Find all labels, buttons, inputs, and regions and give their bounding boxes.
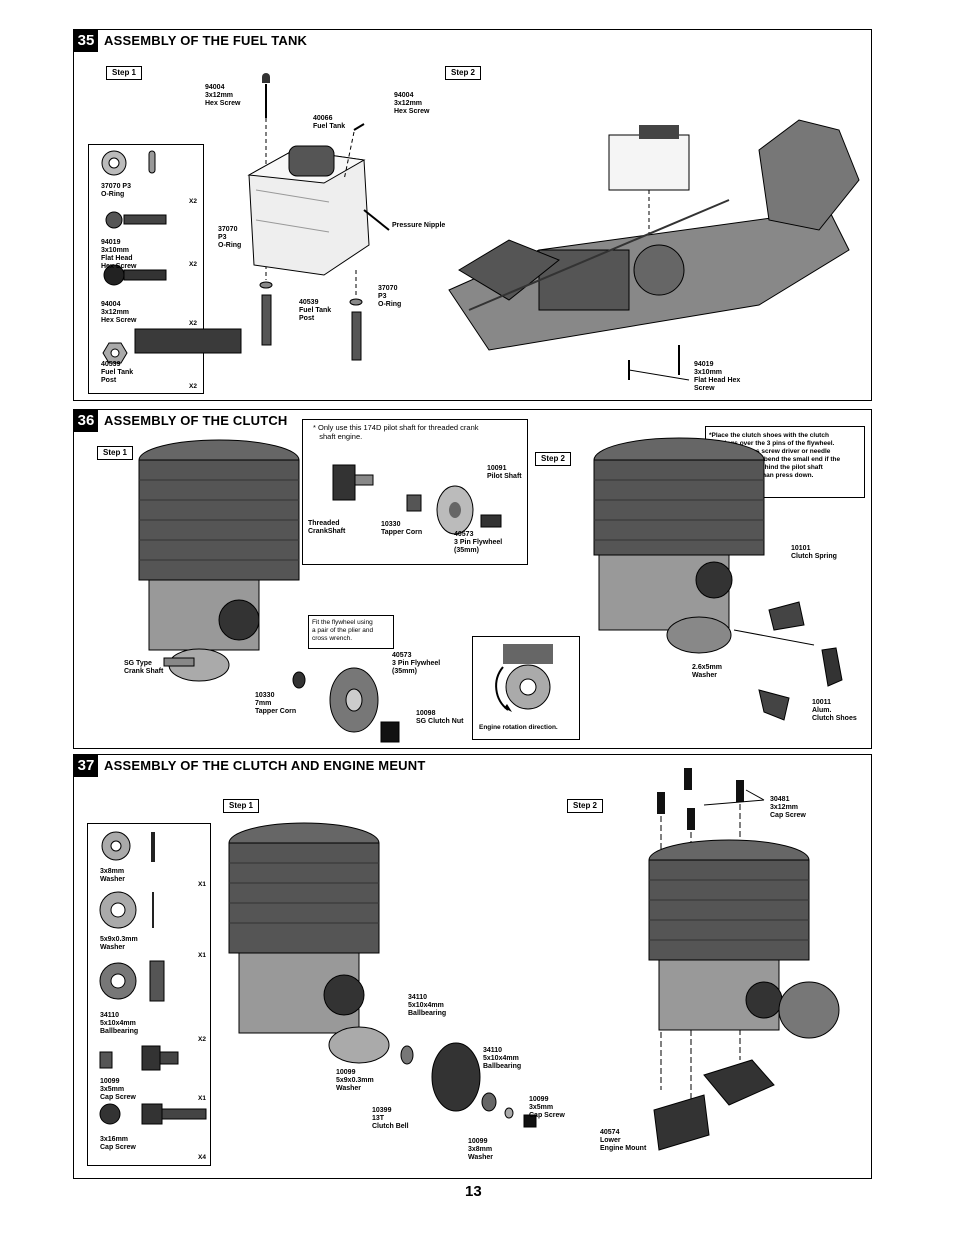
step-2-label: Step 2	[567, 799, 604, 813]
cap-screw-3x5-qty: X1	[198, 1095, 206, 1102]
step-1-label: Step 1	[97, 446, 134, 460]
hex-screw-right-label: 94004 3x12mm Hex Screw	[394, 92, 430, 115]
pilot-shaft-box: * Only use this 174D pilot shaft for thr…	[302, 419, 528, 565]
flathead-screw-label: 94019 3x10mm Flat Head Hex Screw	[101, 239, 137, 270]
section-clutch: 36 ASSEMBLY OF THE CLUTCH Step 1 Step 2 …	[73, 409, 872, 749]
cap-screw-3x12-label: 30481 3x12mm Cap Screw	[770, 796, 806, 819]
section-fuel-tank: 35 ASSEMBLY OF THE FUEL TANK Step 1 Step…	[73, 29, 872, 401]
crank-shaft-label: SG Type Crank Shaft	[124, 660, 164, 675]
cap-screw-3x16-qty: X4	[198, 1154, 206, 1161]
flywheel-note: Fit the flywheel using a pair of the pli…	[312, 619, 374, 642]
flywheel-note-box: Fit the flywheel using a pair of the pli…	[308, 615, 394, 649]
flywheel-drawing	[292, 667, 400, 743]
clutch-nut-label: 10098 SG Clutch Nut	[416, 710, 464, 725]
washer-5x9-label: 5x9x0.3mm Washer	[100, 936, 138, 951]
pilot-shaft-note: * Only use this 174D pilot shaft for thr…	[313, 423, 479, 441]
hex-screw-label: 94004 3x12mm Hex Screw	[101, 301, 137, 324]
section-engine-mount: 37 ASSEMBLY OF THE CLUTCH AND ENGINE MEU…	[73, 754, 872, 1179]
threaded-crankshaft-label: Threaded CrankShaft	[308, 520, 346, 535]
oring-icon	[101, 150, 242, 364]
tapper-corn-label: 10330 7mm Tapper Corn	[255, 692, 297, 715]
section-title: ASSEMBLY OF THE CLUTCH AND ENGINE MEUNT	[104, 758, 426, 773]
ballbearing-top-label: 34110 5x10x4mm Ballbearing	[408, 994, 447, 1017]
post-qty: X2	[189, 383, 197, 390]
parts-list-box: 3x8mm Washer X1 5x9x0.3mm Washer X1 3411…	[87, 823, 211, 1166]
section-number: 35	[74, 30, 98, 52]
oring-label: 37070 P3 O-Ring	[101, 183, 131, 198]
fuel-tank-label: 40066 Fuel Tank	[313, 115, 346, 130]
rotation-drawing	[495, 644, 553, 712]
oring-qty: X2	[189, 198, 197, 205]
flathead-qty: X2	[189, 261, 197, 268]
engine-step1-drawing	[138, 439, 300, 682]
clutch-shoes-label: 10011 Alum. Clutch Shoes	[812, 699, 857, 722]
oring-right-label: 37070 P3 O-Ring	[378, 285, 402, 308]
tapper-corn-small-label: 10330 Tapper Corn	[381, 521, 423, 536]
washer-3x8-qty: X1	[198, 881, 206, 888]
cap-screw-3x16-label: 3x16mm Cap Screw	[100, 1136, 136, 1151]
parts-list-box: 37070 P3 O-Ring X2 94019 3x10mm Flat Hea…	[88, 144, 242, 394]
cap-screw-callout: 10099 3x5mm Cap Screw	[529, 1096, 565, 1119]
washer-label: 2.6x5mm Washer	[692, 664, 722, 679]
washer-bearing-icons	[99, 831, 207, 1125]
step-1-label: Step 1	[223, 799, 260, 813]
post-label: 40539 Fuel Tank Post	[101, 361, 134, 384]
step-2-label: Step 2	[445, 66, 482, 80]
section-number: 37	[74, 755, 98, 777]
ballbearing-mid-label: 34110 5x10x4mm Ballbearing	[483, 1047, 522, 1070]
pilot-shaft-label: 10091 Pilot Shaft	[487, 465, 522, 480]
washer-3x8-callout: 10099 3x8mm Washer	[468, 1138, 494, 1161]
flywheel-small-label: 40573 3 Pin Flywheel (35mm)	[454, 531, 503, 554]
page-number: 13	[465, 1183, 482, 1200]
engine-mount-label: 40574 Lower Engine Mount	[600, 1129, 647, 1152]
flathead-screw-label-chassis: 94019 3x10mm Flat Head Hex Screw	[694, 361, 741, 392]
washer-5x9-qty: X1	[198, 952, 206, 959]
section-title: ASSEMBLY OF THE FUEL TANK	[104, 33, 308, 48]
rotation-label: Engine rotation direction.	[479, 724, 558, 731]
washer-5x9-callout: 10099 5x9x0.3mm Washer	[336, 1069, 374, 1092]
ballbearing-label: 34110 5x10x4mm Ballbearing	[100, 1012, 139, 1035]
clutch-spring-label: 10101 Clutch Spring	[791, 545, 837, 560]
section-title: ASSEMBLY OF THE CLUTCH	[104, 413, 288, 428]
engine-step2-drawing	[593, 437, 843, 721]
rotation-box: Engine rotation direction.	[472, 636, 580, 740]
fuel-tank-post-label: 40539 Fuel Tank Post	[299, 299, 332, 322]
cap-screw-3x5-label: 10099 3x5mm Cap Screw	[100, 1078, 136, 1101]
engine-step2-drawing	[648, 768, 840, 1151]
step-1-label: Step 1	[106, 66, 143, 80]
chassis-drawing	[448, 119, 860, 381]
hex-screw-left-label: 94004 3x12mm Hex Screw	[205, 84, 241, 107]
section-number: 36	[74, 410, 98, 432]
pressure-nipple-label: Pressure Nipple	[392, 222, 446, 229]
fuel-tank-drawing	[247, 73, 390, 361]
pilot-shaft-drawing	[332, 464, 502, 535]
clutch-bell-label: 10399 13T Clutch Bell	[372, 1107, 409, 1130]
hex-qty: X2	[189, 320, 197, 327]
oring-left-label: 37070 P3 O-Ring	[218, 226, 242, 249]
washer-3x8-label: 3x8mm Washer	[100, 868, 126, 883]
step-2-label: Step 2	[535, 452, 572, 466]
flywheel-label: 40573 3 Pin Flywheel (35mm)	[392, 652, 441, 675]
engine-step1-drawing	[228, 822, 537, 1128]
ballbearing-qty: X2	[198, 1036, 206, 1043]
